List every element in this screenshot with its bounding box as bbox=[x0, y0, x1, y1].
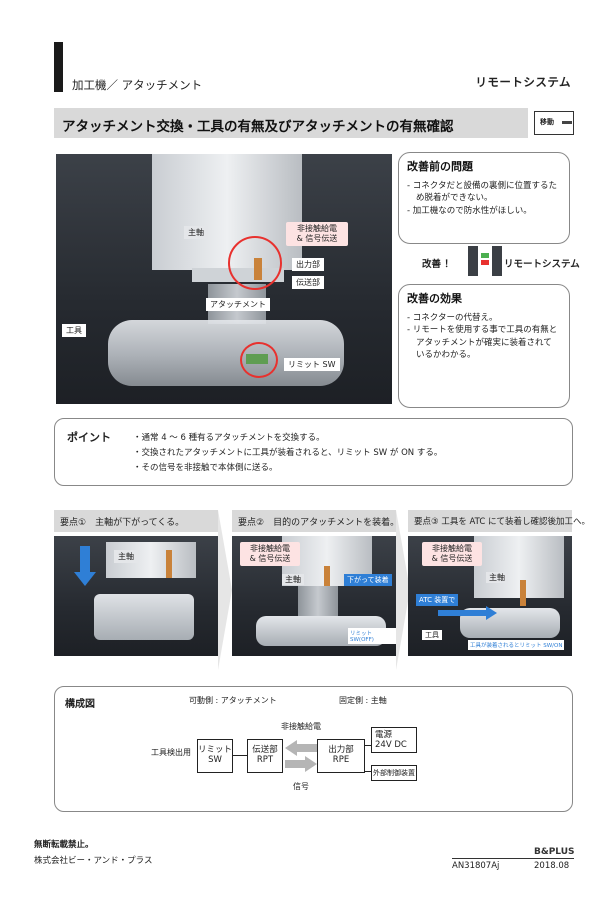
step1-attachment bbox=[94, 594, 194, 640]
connector-line bbox=[233, 755, 247, 756]
step2-photo: 非接触給電 & 信号伝送 主軸 下がって装着 リミットSW(OFF) bbox=[232, 536, 396, 656]
title-band: アタッチメント交換・工具の有無及びアタッチメントの有無確認 bbox=[54, 108, 528, 138]
point-title: ポイント bbox=[67, 431, 111, 444]
step3-spindle-shape bbox=[474, 536, 564, 598]
problem-box: 改善前の問題 - コネクタだと設備の裏側に位置するため脱着ができない。 - 加工… bbox=[398, 152, 570, 244]
move-button-label: 移動 bbox=[540, 118, 554, 126]
step2-attachment bbox=[298, 586, 338, 620]
effect-box: 改善の効果 - コネクターの代替え。 - リモートを使用する事で工具の有無とアタ… bbox=[398, 284, 570, 408]
header-system: リモートシステム bbox=[475, 75, 571, 89]
page-title: アタッチメント交換・工具の有無及びアタッチメントの有無確認 bbox=[62, 119, 454, 135]
point-item: ・その信号を非接触で本体側に送る。 bbox=[133, 462, 278, 473]
box-power: 電源 24V DC bbox=[371, 727, 417, 753]
label-transmit: 伝送部 bbox=[292, 276, 324, 289]
box-external: 外部制御装置 bbox=[371, 765, 417, 781]
connector-line-power bbox=[365, 745, 373, 746]
step-chevron-1 bbox=[218, 510, 232, 670]
step3-label-limit-on: 工具が装着されるとリミット SW/ON bbox=[468, 640, 565, 650]
tool-body-shape bbox=[108, 320, 344, 386]
effect-item: - コネクターの代替え。 bbox=[407, 313, 498, 323]
step1-pin bbox=[166, 550, 172, 578]
point-item: ・交換されたアタッチメントに工具が装着されると、リミット SW が ON する。 bbox=[133, 447, 443, 458]
main-photo: 主軸 非接触給電 & 信号伝送 出力部 伝送部 アタッチメント 工具 リミット … bbox=[56, 154, 392, 404]
composition-movable: 可動側 : アタッチメント bbox=[189, 696, 277, 705]
signal-arrow-right-icon bbox=[305, 756, 317, 772]
step1-photo: 主軸 bbox=[54, 536, 218, 656]
label-attachment: アタッチメント bbox=[206, 298, 270, 311]
composition-title: 構成図 bbox=[65, 699, 95, 710]
footer-rule bbox=[452, 858, 574, 859]
highlight-ring-output bbox=[228, 236, 282, 290]
step-chevron-2 bbox=[396, 510, 410, 670]
step2-heading: 要点② 目的のアタッチメントを装着。 bbox=[232, 510, 399, 532]
step3-photo: 非接触給電 & 信号伝送 主軸 ATC 装置で 工具 工具が装着されるとリミット… bbox=[408, 536, 572, 656]
footer-date: 2018.08 bbox=[534, 861, 570, 871]
step1-down-arrow-icon bbox=[74, 572, 96, 586]
step2-label-descend: 下がって装着 bbox=[344, 574, 392, 586]
step3-label-spindle: 主軸 bbox=[486, 572, 508, 583]
step3-label-atc: ATC 装置で bbox=[416, 594, 459, 606]
footer-company: 株式会社ビー・アンド・プラス bbox=[34, 856, 153, 866]
composition-box: 構成図 可動側 : アタッチメント 固定側 : 主軸 工具検出用 リミット SW… bbox=[54, 686, 573, 812]
composition-fixed: 固定側 : 主軸 bbox=[339, 696, 387, 705]
label-spindle: 主軸 bbox=[184, 226, 208, 239]
footer-doc-no: AN31807Aj bbox=[452, 861, 500, 871]
box-rpt: 伝送部 RPT bbox=[247, 739, 283, 773]
label-contactless: 非接触給電 & 信号伝送 bbox=[286, 222, 348, 246]
remote-device-icon bbox=[468, 246, 502, 276]
box-rpe: 出力部 RPE bbox=[317, 739, 365, 773]
improve-system-label: リモートシステム bbox=[504, 259, 580, 270]
step1-heading: 要点① 主軸が下がってくる。 bbox=[54, 510, 218, 532]
step3-arrow-right-icon bbox=[486, 606, 497, 620]
problem-title: 改善前の問題 bbox=[407, 160, 473, 173]
problem-item: - 加工機なので防水性がほしい。 bbox=[407, 205, 532, 216]
connector-line-external bbox=[365, 771, 373, 772]
label-limit-sw: リミット SW bbox=[284, 358, 340, 371]
composition-signal: 信号 bbox=[293, 782, 309, 791]
effect-list: - コネクターの代替え。 - リモートを使用する事で工具の有無とアタッチメントが… bbox=[407, 312, 559, 361]
step2-label-spindle: 主軸 bbox=[282, 574, 304, 585]
point-box: ポイント ・通常 4 ～ 6 種有るアタッチメントを交換する。 ・交換されたアタ… bbox=[54, 418, 573, 486]
step3-heading: 要点③ 工具を ATC にて装着し確認後加工へ。 bbox=[408, 510, 590, 532]
highlight-ring-limit bbox=[240, 342, 278, 378]
step2-label-contactless: 非接触給電 & 信号伝送 bbox=[240, 542, 300, 566]
arrow-right-icon bbox=[562, 121, 572, 124]
step3-arrow-shaft bbox=[438, 610, 488, 616]
move-button[interactable]: 移動 bbox=[534, 111, 574, 135]
label-output: 出力部 bbox=[292, 258, 324, 271]
improve-label: 改善 ！ bbox=[422, 259, 454, 270]
footer-logo: B&PLUS bbox=[534, 847, 575, 857]
power-arrow-shaft bbox=[297, 744, 317, 752]
step1-down-arrow-shaft bbox=[80, 546, 90, 574]
header-accent-bar bbox=[54, 42, 63, 92]
signal-arrow-shaft bbox=[285, 760, 305, 768]
step2-label-limit: リミットSW(OFF) bbox=[348, 628, 396, 644]
effect-title: 改善の効果 bbox=[407, 292, 462, 305]
composition-tool-detect: 工具検出用 bbox=[151, 748, 191, 757]
composition-contactless-power: 非接触給電 bbox=[281, 722, 321, 731]
header-category: 加工機／ アタッチメント bbox=[72, 78, 203, 92]
footer-notice: 無断転載禁止。 bbox=[34, 840, 94, 850]
effect-item: - リモートを使用する事で工具の有無とアタッチメントが確実に装着されているかわか… bbox=[407, 325, 558, 360]
box-limit-sw: リミット SW bbox=[197, 739, 233, 773]
step1-label-spindle: 主軸 bbox=[114, 550, 138, 563]
step3-label-contactless: 非接触給電 & 信号伝送 bbox=[422, 542, 482, 566]
point-list: ・通常 4 ～ 6 種有るアタッチメントを交換する。 ・交換されたアタッチメント… bbox=[133, 431, 442, 476]
step3-label-tool: 工具 bbox=[422, 630, 442, 640]
step3-pin bbox=[520, 580, 526, 606]
label-tool: 工具 bbox=[62, 324, 86, 337]
point-item: ・通常 4 ～ 6 種有るアタッチメントを交換する。 bbox=[133, 433, 325, 443]
step2-pin bbox=[324, 566, 330, 598]
power-arrow-left-icon bbox=[285, 740, 297, 756]
problem-list: - コネクタだと設備の裏側に位置するため脱着ができない。 - 加工機なので防水性… bbox=[407, 180, 559, 217]
problem-item: - コネクタだと設備の裏側に位置するため脱着ができない。 bbox=[407, 181, 557, 204]
